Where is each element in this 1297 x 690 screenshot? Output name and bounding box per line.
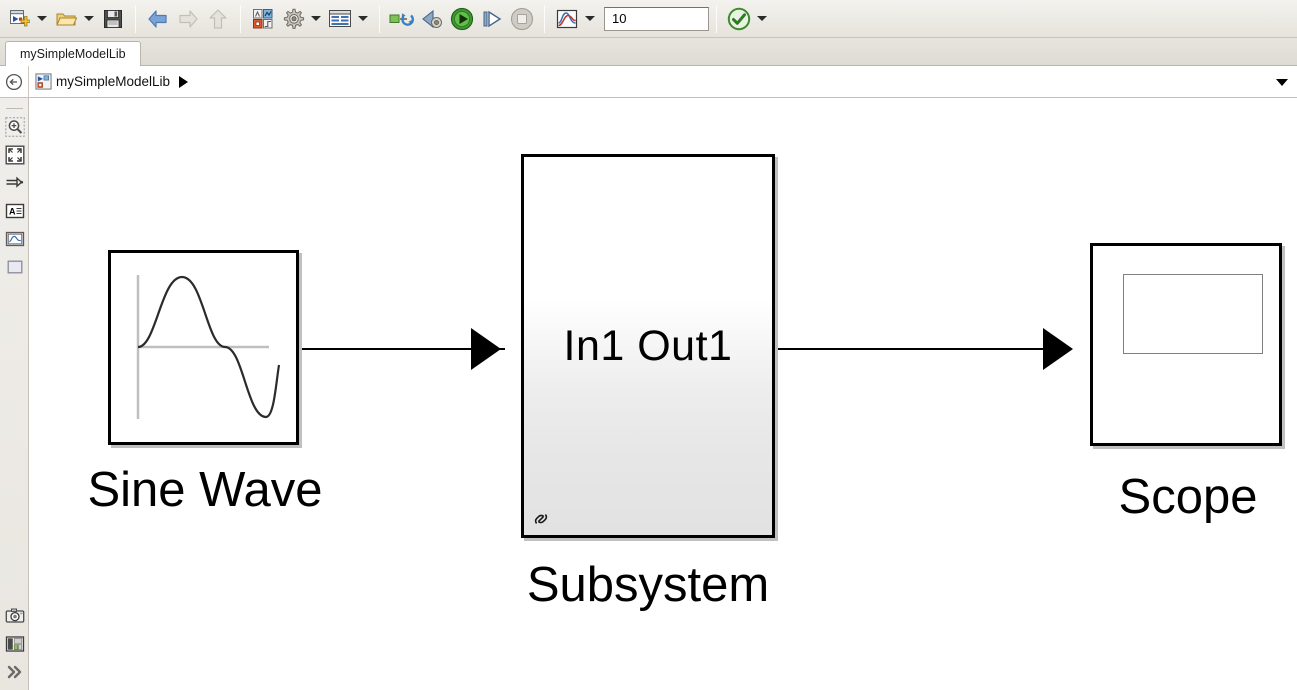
simulation-data-inspector-dropdown[interactable]	[582, 5, 597, 33]
toolbar-group-time: 10	[552, 0, 709, 37]
open-model-dropdown[interactable]	[81, 5, 96, 33]
sine-wave-icon	[136, 275, 281, 419]
block-body	[1090, 243, 1282, 446]
model-advisor-button[interactable]	[725, 5, 753, 33]
sidebar-zoom-in[interactable]	[0, 113, 29, 141]
forward-button[interactable]	[174, 5, 202, 33]
sine-wave-block[interactable]	[108, 250, 302, 448]
model-settings-button[interactable]	[279, 5, 307, 33]
update-model-button[interactable]	[388, 5, 416, 33]
magnifier-plus-icon	[4, 117, 25, 137]
toolbar-group-navigation	[143, 0, 233, 37]
signal-subsystem-to-scope[interactable]	[778, 348, 1044, 350]
toolbar-separator	[716, 4, 717, 33]
model-file-icon	[35, 73, 52, 90]
new-model-button[interactable]	[5, 5, 33, 33]
model-settings-dropdown[interactable]	[308, 5, 323, 33]
sidebar-annotation[interactable]: A	[0, 197, 29, 225]
signal-arrowhead-subsystem-in	[471, 328, 501, 370]
sidebar-viewer[interactable]	[0, 225, 29, 253]
double-chevron-right-icon	[7, 665, 21, 679]
sidebar-signal-routing[interactable]	[0, 169, 29, 197]
model-explorer-button[interactable]	[326, 5, 354, 33]
back-button[interactable]	[144, 5, 172, 33]
block-body: In1 Out1	[521, 154, 775, 538]
new-model-dropdown[interactable]	[34, 5, 49, 33]
main-toolbar: 10	[0, 0, 1297, 38]
scope-viewer-icon	[5, 231, 24, 247]
signal-arrowhead-scope-in	[1043, 328, 1073, 370]
panel-layout-icon	[5, 636, 24, 652]
chevron-down-icon	[1276, 78, 1288, 86]
save-model-button[interactable]	[99, 5, 127, 33]
area-rectangle-icon	[7, 260, 22, 274]
svg-text:A: A	[9, 206, 16, 216]
step-back-button[interactable]	[418, 5, 446, 33]
breadcrumb-bar: mySimpleModelLib	[0, 65, 1297, 98]
library-browser-button[interactable]	[249, 5, 277, 33]
toolbar-separator	[544, 4, 545, 33]
sine-wave-block-label: Sine Wave	[87, 463, 323, 517]
scope-block[interactable]	[1090, 243, 1285, 449]
toolbar-group-tools	[248, 0, 372, 37]
sidebar-divider	[5, 108, 23, 109]
toolbar-separator	[135, 4, 136, 33]
annotation-text-icon: A	[5, 203, 24, 219]
sidebar-panels[interactable]	[0, 630, 29, 658]
subsystem-block-label: Subsystem	[526, 558, 770, 612]
subsystem-block[interactable]: In1 Out1	[521, 154, 778, 541]
fit-to-view-icon	[5, 145, 25, 165]
triangle-right-icon	[179, 75, 189, 88]
scope-screen-icon	[1123, 274, 1263, 354]
toolbar-separator	[240, 4, 241, 33]
toolbar-separator	[379, 4, 380, 33]
breadcrumb-path[interactable]: mySimpleModelLib	[28, 65, 1267, 98]
model-canvas[interactable]: Sine Wave In1 Out1 Subsystem	[30, 98, 1297, 690]
block-body	[108, 250, 299, 445]
breadcrumb-back-button[interactable]	[0, 66, 28, 98]
tab-strip: mySimpleModelLib	[0, 38, 1297, 66]
toolbar-group-simulate	[387, 0, 537, 37]
back-circle-icon	[5, 73, 23, 90]
simulation-data-inspector-button[interactable]	[553, 5, 581, 33]
open-model-button[interactable]	[52, 5, 80, 33]
toolbar-group-file	[4, 0, 128, 37]
sidebar-fit-to-view[interactable]	[0, 141, 29, 169]
stop-button[interactable]	[508, 5, 536, 33]
canvas-sidebar: A	[0, 98, 29, 690]
signal-sine-to-subsystem[interactable]	[302, 348, 505, 350]
sidebar-snapshot[interactable]	[0, 602, 29, 630]
sidebar-expand[interactable]	[0, 658, 29, 686]
tab-mysimplemodellib[interactable]: mySimpleModelLib	[5, 41, 141, 66]
run-button[interactable]	[448, 5, 476, 33]
simulation-stop-time-input[interactable]: 10	[604, 6, 709, 31]
breadcrumb-label: mySimpleModelLib	[56, 74, 171, 89]
toolbar-group-advisor	[724, 0, 771, 37]
step-forward-button[interactable]	[478, 5, 506, 33]
model-explorer-dropdown[interactable]	[355, 5, 370, 33]
library-link-icon	[534, 514, 548, 524]
camera-icon	[5, 608, 24, 623]
model-advisor-dropdown[interactable]	[754, 5, 769, 33]
signal-routing-icon	[6, 176, 23, 188]
scope-block-label: Scope	[1118, 470, 1258, 524]
sidebar-area[interactable]	[0, 253, 29, 281]
subsystem-port-text: In1 Out1	[563, 321, 733, 370]
sidebar-bottom-group	[0, 602, 29, 686]
breadcrumb-dropdown-button[interactable]	[1267, 66, 1297, 98]
up-button[interactable]	[204, 5, 232, 33]
